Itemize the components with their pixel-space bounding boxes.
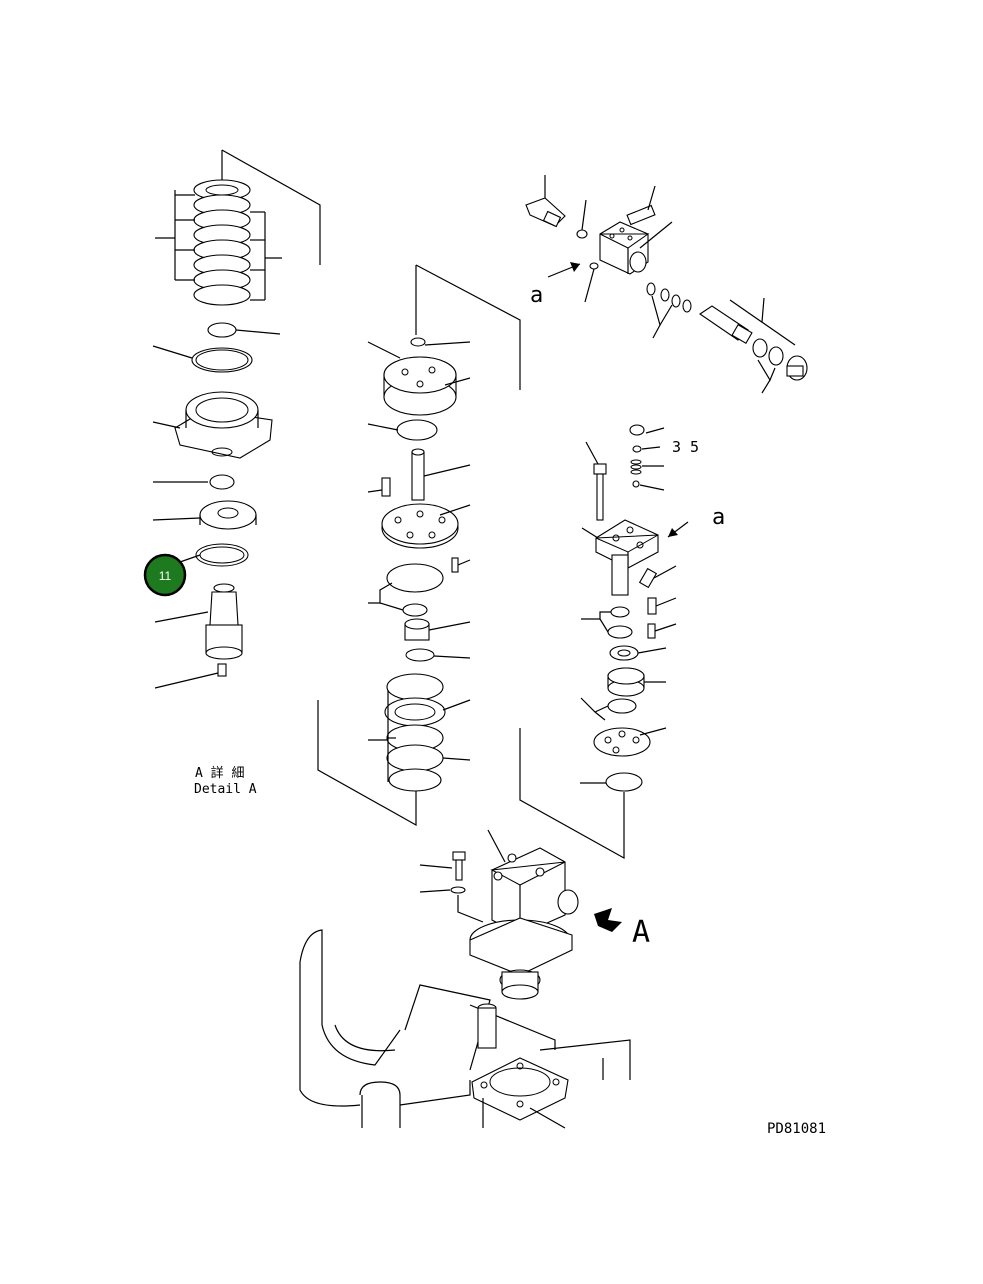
gear-plate-stack xyxy=(193,179,251,306)
gasket-b xyxy=(605,772,643,792)
washer-b xyxy=(607,698,637,714)
planet-carrier xyxy=(199,500,257,530)
screw xyxy=(638,567,658,589)
pivot-pin xyxy=(477,1003,497,1049)
plug-cap xyxy=(786,355,808,381)
long-bolt xyxy=(593,463,607,521)
ref-a-top: a xyxy=(530,283,543,308)
motor-bolt xyxy=(452,851,466,881)
snap-ring-mid xyxy=(405,648,435,662)
drawing-code: PD81081 xyxy=(767,1121,826,1137)
end-cover xyxy=(593,727,651,757)
ball xyxy=(576,229,588,239)
view-arrow xyxy=(594,908,622,932)
washer-valve-2 xyxy=(768,346,784,366)
retaining-ring xyxy=(195,543,249,567)
brake-valve-body xyxy=(595,519,659,596)
ref-a-right: a xyxy=(712,505,725,530)
detail-a-title-en: Detail A xyxy=(194,782,257,797)
plug xyxy=(217,663,227,677)
washer-valve-1 xyxy=(752,338,768,358)
view-arrow-label: A xyxy=(632,915,650,950)
ball-check xyxy=(632,480,640,488)
needle-bearing xyxy=(404,618,430,641)
o-ring-large xyxy=(386,563,444,593)
pin-2 xyxy=(647,623,656,639)
machine-frame xyxy=(299,929,631,1129)
detail-a-group: A 詳 細 Detail A xyxy=(152,149,321,797)
cap xyxy=(629,424,645,436)
callout-11[interactable]: 11 xyxy=(143,553,187,597)
middle-exploded-group xyxy=(317,264,521,827)
piston xyxy=(609,645,639,661)
o-ring xyxy=(191,347,253,373)
o-ring-small xyxy=(402,603,428,617)
snap-ring xyxy=(209,474,235,490)
mounting-base xyxy=(471,1057,569,1121)
seal-rings xyxy=(646,282,692,313)
spring xyxy=(630,459,642,475)
socket-bolt xyxy=(381,477,391,497)
detail-a-title-jp: A 詳 細 xyxy=(195,765,244,781)
valve-plate xyxy=(381,503,459,549)
small-ring xyxy=(632,445,642,453)
washer xyxy=(207,322,237,338)
ball-2 xyxy=(589,262,599,270)
bolt-top xyxy=(626,204,656,226)
pin xyxy=(451,557,459,573)
qty-35-label: 3 5 xyxy=(672,438,699,456)
callout-11-label: 11 xyxy=(159,569,172,583)
sun-gear-shaft xyxy=(205,583,243,660)
motor-body xyxy=(469,847,579,1000)
relief-valve-group: a xyxy=(525,175,808,394)
drive-shaft xyxy=(411,448,425,501)
gasket xyxy=(396,419,438,441)
thrust-plate-stack xyxy=(384,673,446,792)
brake-valve-group: 3 5 a xyxy=(519,424,725,860)
spool-short xyxy=(647,597,657,615)
ring-gear-housing xyxy=(174,391,273,459)
ring-a xyxy=(610,606,630,618)
plug-top xyxy=(410,337,426,347)
valve-block xyxy=(599,221,650,275)
sleeve xyxy=(607,667,645,697)
motor-washer xyxy=(450,886,466,894)
valve-fitting xyxy=(525,197,566,228)
ring-b xyxy=(607,625,633,639)
assembled-motor: A xyxy=(419,829,650,1000)
relief-cartridge xyxy=(699,305,753,344)
valve-cover xyxy=(383,356,457,416)
